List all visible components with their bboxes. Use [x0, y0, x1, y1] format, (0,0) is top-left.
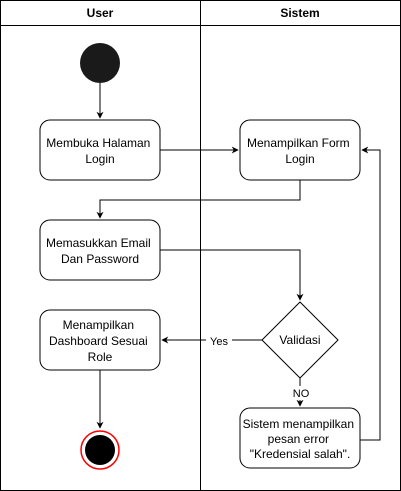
svg-text:Menampilkan Dashboard Se: Menampilkan Dashboard Sesuai Role	[49, 318, 151, 364]
node-show-dashboard-line3: Role	[88, 350, 113, 364]
edges	[96, 83, 381, 441]
svg-text:Membuka Halaman Login: Membuka Halaman Login	[46, 136, 153, 166]
lane-title-user: User	[87, 6, 114, 20]
node-show-dashboard: Menampilkan Dashboard Sesuai Role	[39, 309, 161, 371]
node-show-error-line3: "Kredensial salah".	[250, 447, 351, 461]
node-open-login-line1: Membuka Halaman	[46, 136, 150, 150]
node-enter-credentials-line1: Memasukkan Email	[46, 236, 151, 250]
start-node	[80, 43, 120, 83]
node-open-login: Membuka Halaman Login	[39, 119, 161, 181]
node-show-error: Sistem menampilkan pesan error "Kredensi…	[239, 407, 361, 469]
node-enter-credentials-line2: Dan Password	[61, 252, 139, 266]
node-show-error-line2: pesan error	[268, 432, 329, 446]
node-show-dashboard-line2: Dashboard Sesuai	[49, 334, 148, 348]
node-show-form: Menampilkan Form Login	[239, 119, 361, 181]
svg-text:Sistem menampilkan pesan: Sistem menampilkan pesan error "Kredensi…	[243, 417, 358, 461]
svg-text:Menampilkan Form Login: Menampilkan Form Login	[247, 136, 353, 166]
end-node	[80, 430, 120, 470]
node-open-login-line2: Login	[85, 152, 114, 166]
node-validation-decision: Validasi	[261, 301, 339, 379]
node-show-dashboard-line1: Menampilkan	[63, 318, 134, 332]
node-show-error-line1: Sistem menampilkan	[243, 417, 354, 431]
edge-enter-credentials-to-validation	[160, 249, 304, 301]
edge-show-form-to-enter-credentials	[96, 180, 301, 219]
svg-text:Memasukkan Email Dan Pas: Memasukkan Email Dan Password	[46, 236, 154, 266]
lane-title-system: Sistem	[280, 6, 319, 20]
edge-label-no: NO	[293, 388, 310, 400]
node-validation-label: Validasi	[279, 333, 320, 347]
edge-error-to-show-form	[360, 146, 381, 441]
node-enter-credentials: Memasukkan Email Dan Password	[39, 219, 161, 281]
edge-label-yes: Yes	[210, 336, 228, 348]
node-show-form-line2: Login	[285, 152, 314, 166]
node-show-form-line1: Menampilkan Form	[247, 136, 350, 150]
